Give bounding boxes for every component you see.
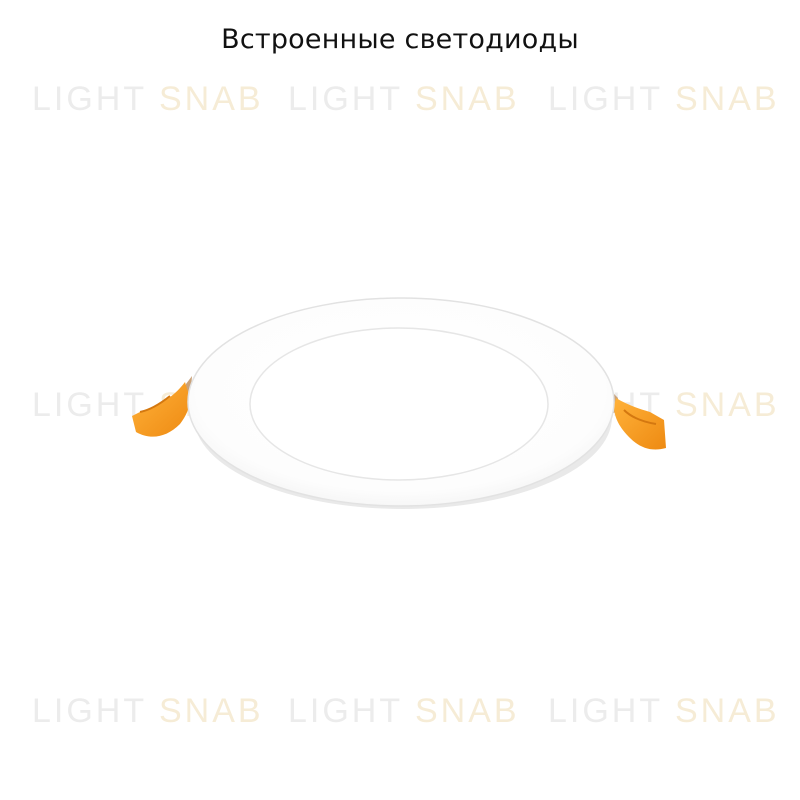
watermark-r3-c1: LIGHT SNAB — [32, 692, 264, 730]
panel-frame — [187, 297, 615, 509]
left-spring-clip — [132, 376, 192, 437]
watermark-r1-c3: LIGHT SNAB — [548, 80, 780, 118]
page-title: Встроенные светодиоды — [221, 24, 579, 55]
watermark-r3-c2: LIGHT SNAB — [288, 692, 520, 730]
watermark-r1-c1: LIGHT SNAB — [32, 80, 264, 118]
right-spring-clip — [611, 392, 666, 450]
watermark-r1-c2: LIGHT SNAB — [288, 80, 520, 118]
watermark-r3-c3: LIGHT SNAB — [548, 692, 780, 730]
